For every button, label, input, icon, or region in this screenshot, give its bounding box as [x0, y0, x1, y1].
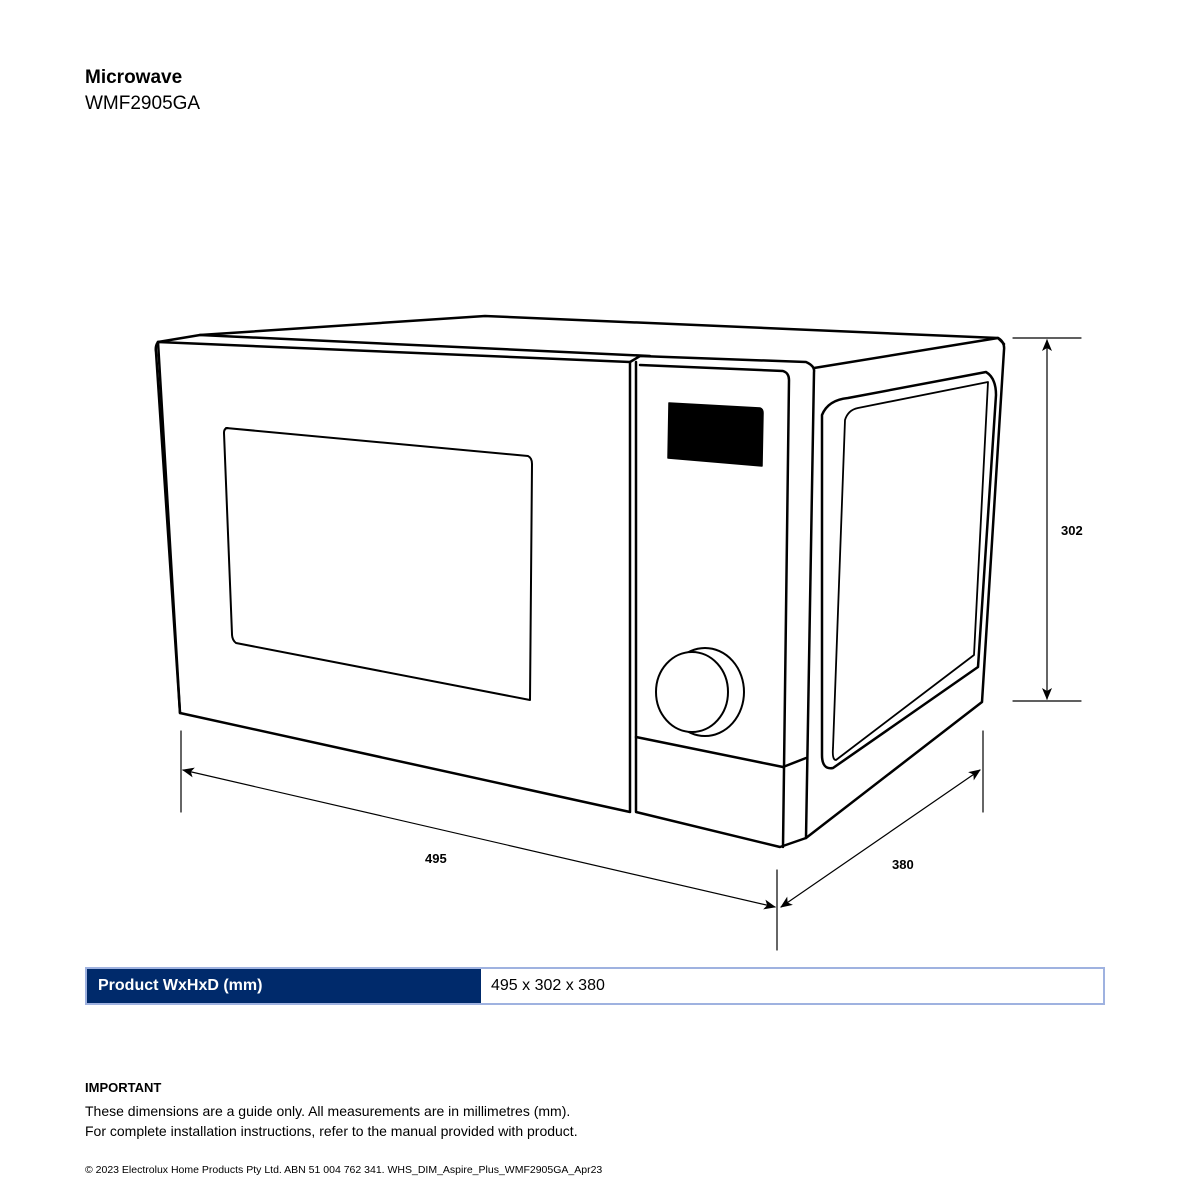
product-title: Microwave	[85, 67, 183, 88]
control-knob	[655, 647, 745, 737]
height-dimension-label: 302	[1061, 523, 1083, 538]
display-panel	[667, 402, 764, 467]
important-line-1: These dimensions are a guide only. All m…	[85, 1103, 571, 1119]
important-heading: IMPORTANT	[85, 1080, 162, 1095]
dimension-lines	[180, 337, 1082, 951]
spec-table: Product WxHxD (mm) 495 x 302 x 380	[85, 967, 1105, 1005]
product-model: WMF2905GA	[85, 93, 201, 114]
spec-label: Product WxHxD (mm)	[87, 969, 481, 1003]
door-window	[223, 427, 533, 701]
spec-value: 495 x 302 x 380	[491, 977, 605, 994]
microwave-body	[154, 314, 1006, 849]
footer-copyright: © 2023 Electrolux Home Products Pty Ltd.…	[85, 1164, 603, 1176]
depth-dimension-label: 380	[892, 857, 914, 872]
important-line-2: For complete installation instructions, …	[85, 1123, 578, 1139]
width-dimension-label: 495	[425, 851, 447, 866]
